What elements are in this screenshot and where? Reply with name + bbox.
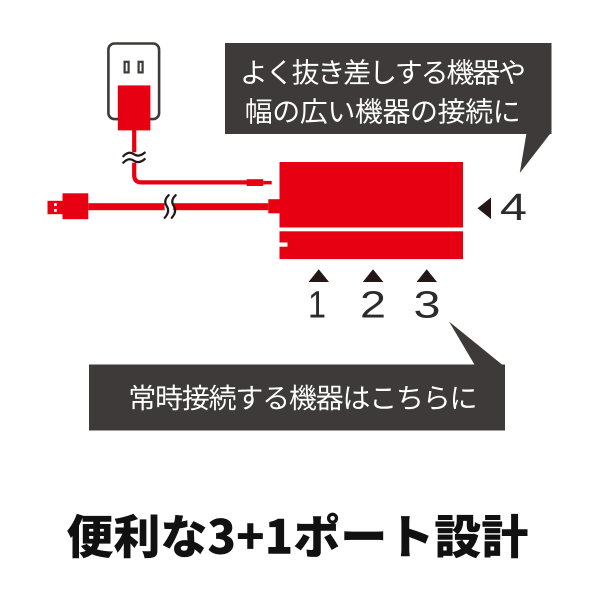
svg-text:4: 4 <box>500 187 527 229</box>
svg-text:1: 1 <box>308 285 326 327</box>
svg-text:2: 2 <box>360 285 386 327</box>
svg-text:3: 3 <box>414 285 441 327</box>
